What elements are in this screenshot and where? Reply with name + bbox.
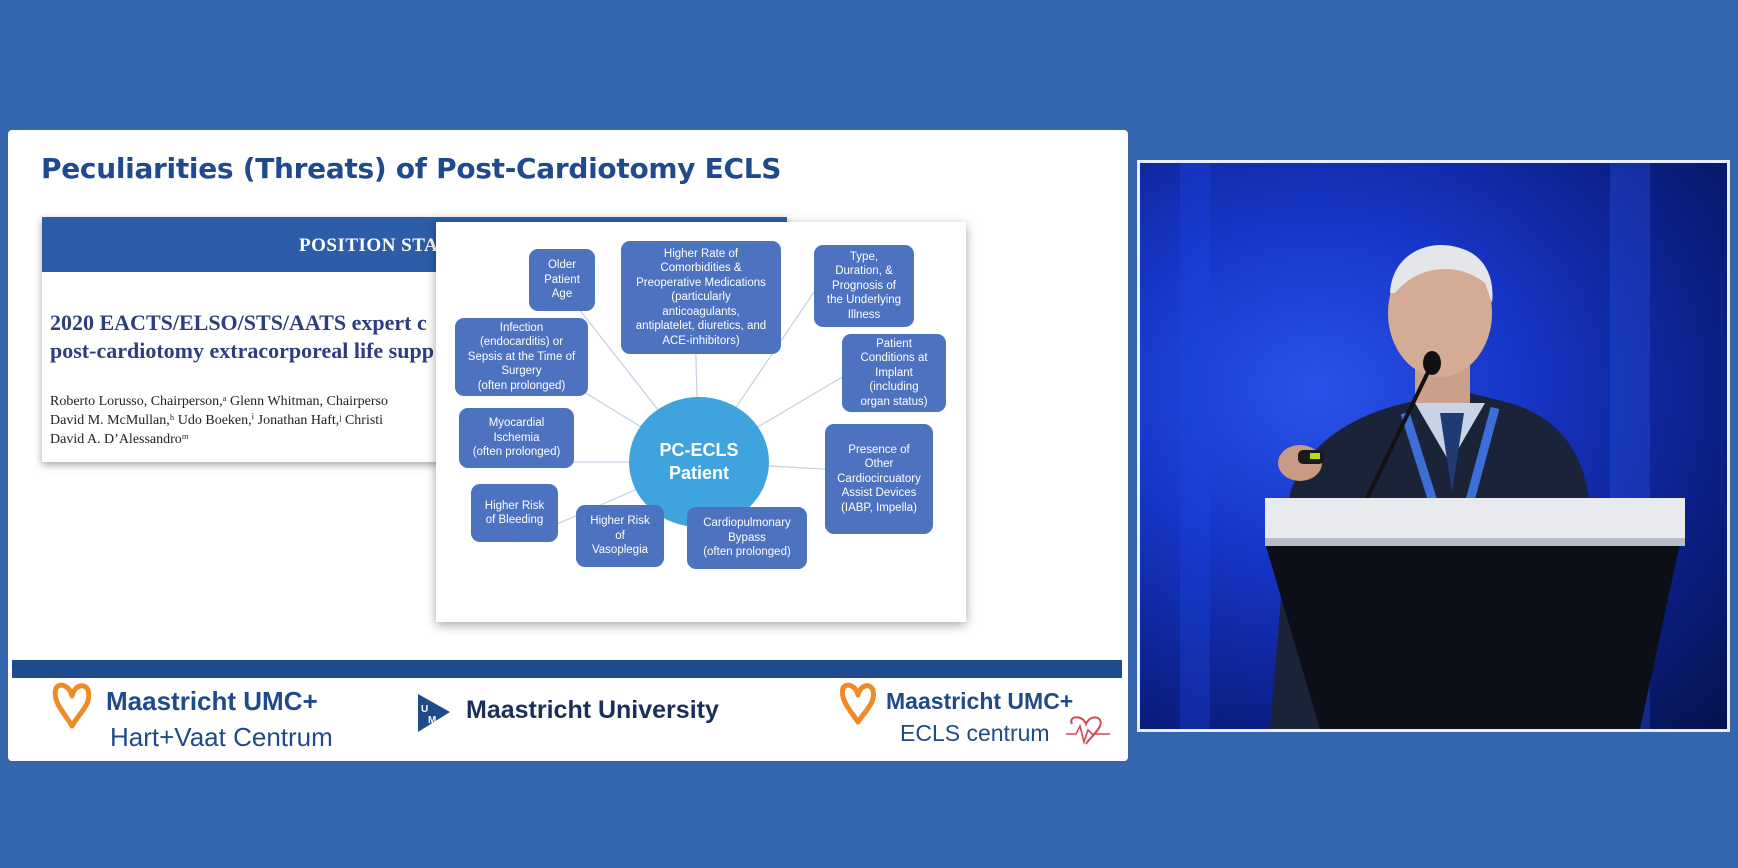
paper-title-line: post-cardiotomy extracorporeal life supp bbox=[50, 338, 434, 363]
diagram-node: Patient Conditions at Implant (including… bbox=[842, 334, 946, 412]
logo-text: Maastricht University bbox=[466, 696, 719, 724]
diagram-node: Cardiopulmonary Bypass (often prolonged) bbox=[687, 507, 807, 569]
paper-authors-line: David M. McMullan,ʰ Udo Boeken,ⁱ Jonatha… bbox=[50, 413, 384, 428]
diagram-node: Infection (endocarditis) or Sepsis at th… bbox=[455, 318, 588, 396]
logo-maastricht-umc-ecls: Maastricht UMC+ ECLS centrum bbox=[838, 680, 1123, 755]
speaker-video-panel bbox=[1137, 160, 1730, 732]
diagram-node: Higher Risk of Bleeding bbox=[471, 484, 558, 542]
diagram-node: Myocardial Ischemia (often prolonged) bbox=[459, 408, 574, 468]
diagram-node: Type, Duration, & Prognosis of the Under… bbox=[814, 245, 914, 327]
pc-ecls-diagram: PC-ECLS Patient Older Patient Age Higher… bbox=[436, 222, 966, 622]
diagram-node: Presence of Other Cardiocircuatory Assis… bbox=[825, 424, 933, 534]
logo-subtext: ECLS centrum bbox=[900, 720, 1050, 746]
logo-subtext: Hart+Vaat Centrum bbox=[110, 722, 333, 752]
diagram-node: Older Patient Age bbox=[529, 249, 595, 311]
diagram-node: Higher Rate of Comorbidities & Preoperat… bbox=[621, 241, 781, 354]
paper-section-label: POSITION STA bbox=[299, 235, 439, 256]
paper-authors-line: Roberto Lorusso, Chairperson,ᵃ Glenn Whi… bbox=[50, 394, 388, 409]
paper-authors: Roberto Lorusso, Chairperson,ᵃ Glenn Whi… bbox=[50, 392, 470, 449]
ecls-heart-ecg-icon bbox=[1066, 716, 1110, 745]
um-logo-icon: U M bbox=[418, 694, 450, 732]
footer-divider bbox=[12, 660, 1122, 678]
logo-text: Maastricht UMC+ bbox=[106, 686, 318, 716]
svg-text:M: M bbox=[428, 715, 436, 726]
speaker-figure bbox=[1180, 163, 1685, 729]
umc-heart-logo-icon bbox=[839, 682, 877, 725]
logo-maastricht-university: U M Maastricht University bbox=[416, 690, 736, 740]
svg-text:U: U bbox=[421, 704, 428, 715]
umc-heart-logo-icon bbox=[52, 682, 92, 729]
slide-title: Peculiarities (Threats) of Post-Cardioto… bbox=[41, 152, 782, 185]
paper-title: 2020 EACTS/ELSO/STS/AATS expert c post-c… bbox=[50, 309, 470, 365]
diagram-node: Higher Risk of Vasoplegia bbox=[576, 505, 664, 567]
logo-text: Maastricht UMC+ bbox=[886, 688, 1074, 714]
logo-maastricht-umc-hart-vaat: Maastricht UMC+ Hart+Vaat Centrum bbox=[50, 680, 370, 755]
paper-title-line: 2020 EACTS/ELSO/STS/AATS expert c bbox=[50, 310, 427, 335]
presentation-slide: Peculiarities (Threats) of Post-Cardioto… bbox=[8, 130, 1128, 761]
paper-authors-line: David A. D’Alessandroᵐ bbox=[50, 432, 189, 447]
